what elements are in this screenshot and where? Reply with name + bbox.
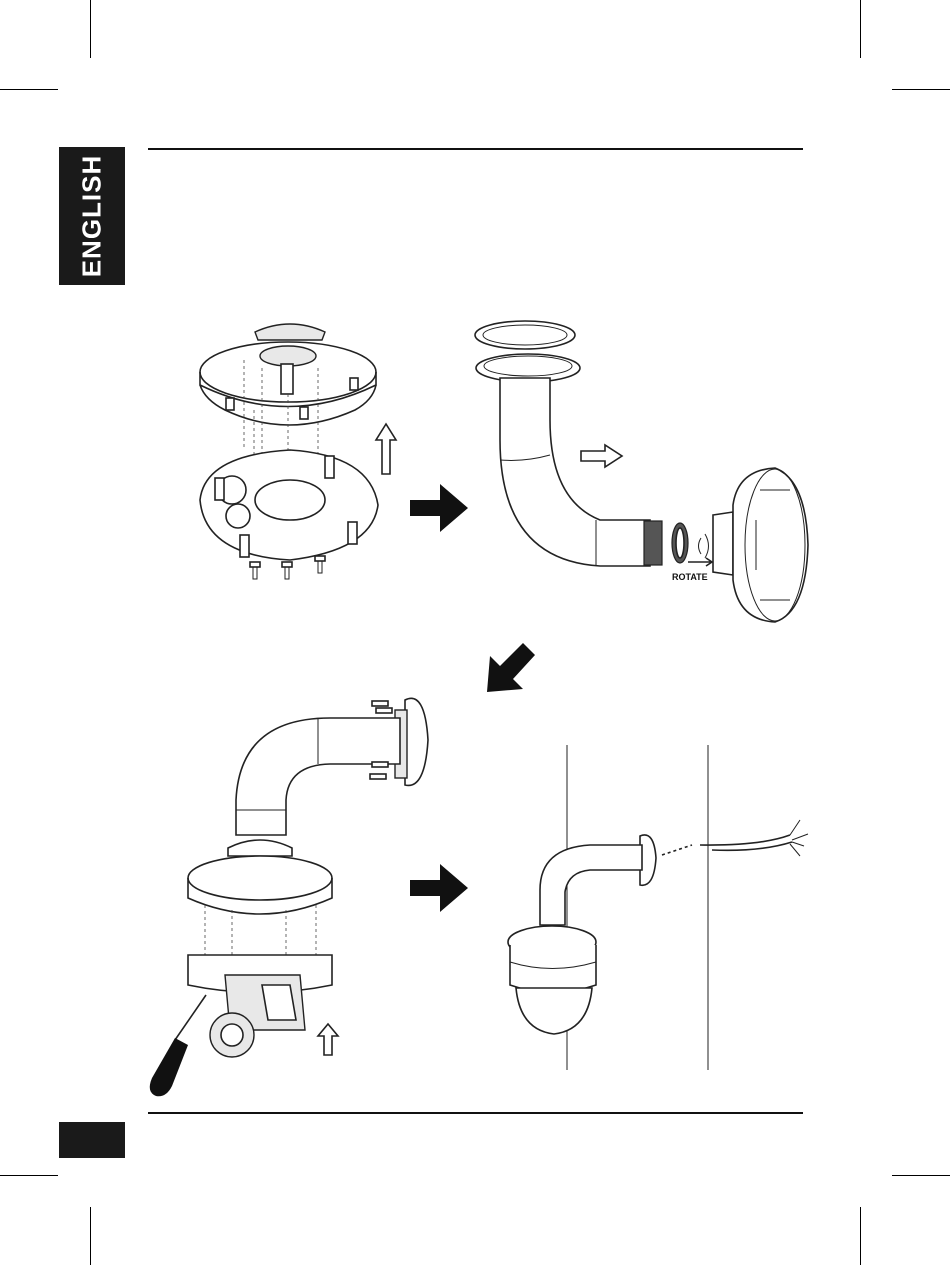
arrow-right-icon [410, 864, 468, 912]
arrow-down-left-icon [487, 643, 535, 692]
rotate-label: ROTATE [672, 572, 708, 582]
arrow-right-icon [410, 484, 468, 532]
screwdriver-icon [150, 995, 206, 1096]
step-1-base-plate [200, 324, 396, 579]
step-4-mount-to-wall [508, 745, 808, 1070]
step-2-wall-mount-bracket: ROTATE [475, 321, 808, 622]
arrow-up-icon [376, 424, 396, 474]
rotate-icon [688, 534, 712, 566]
step-3-attach-camera [150, 698, 428, 1096]
